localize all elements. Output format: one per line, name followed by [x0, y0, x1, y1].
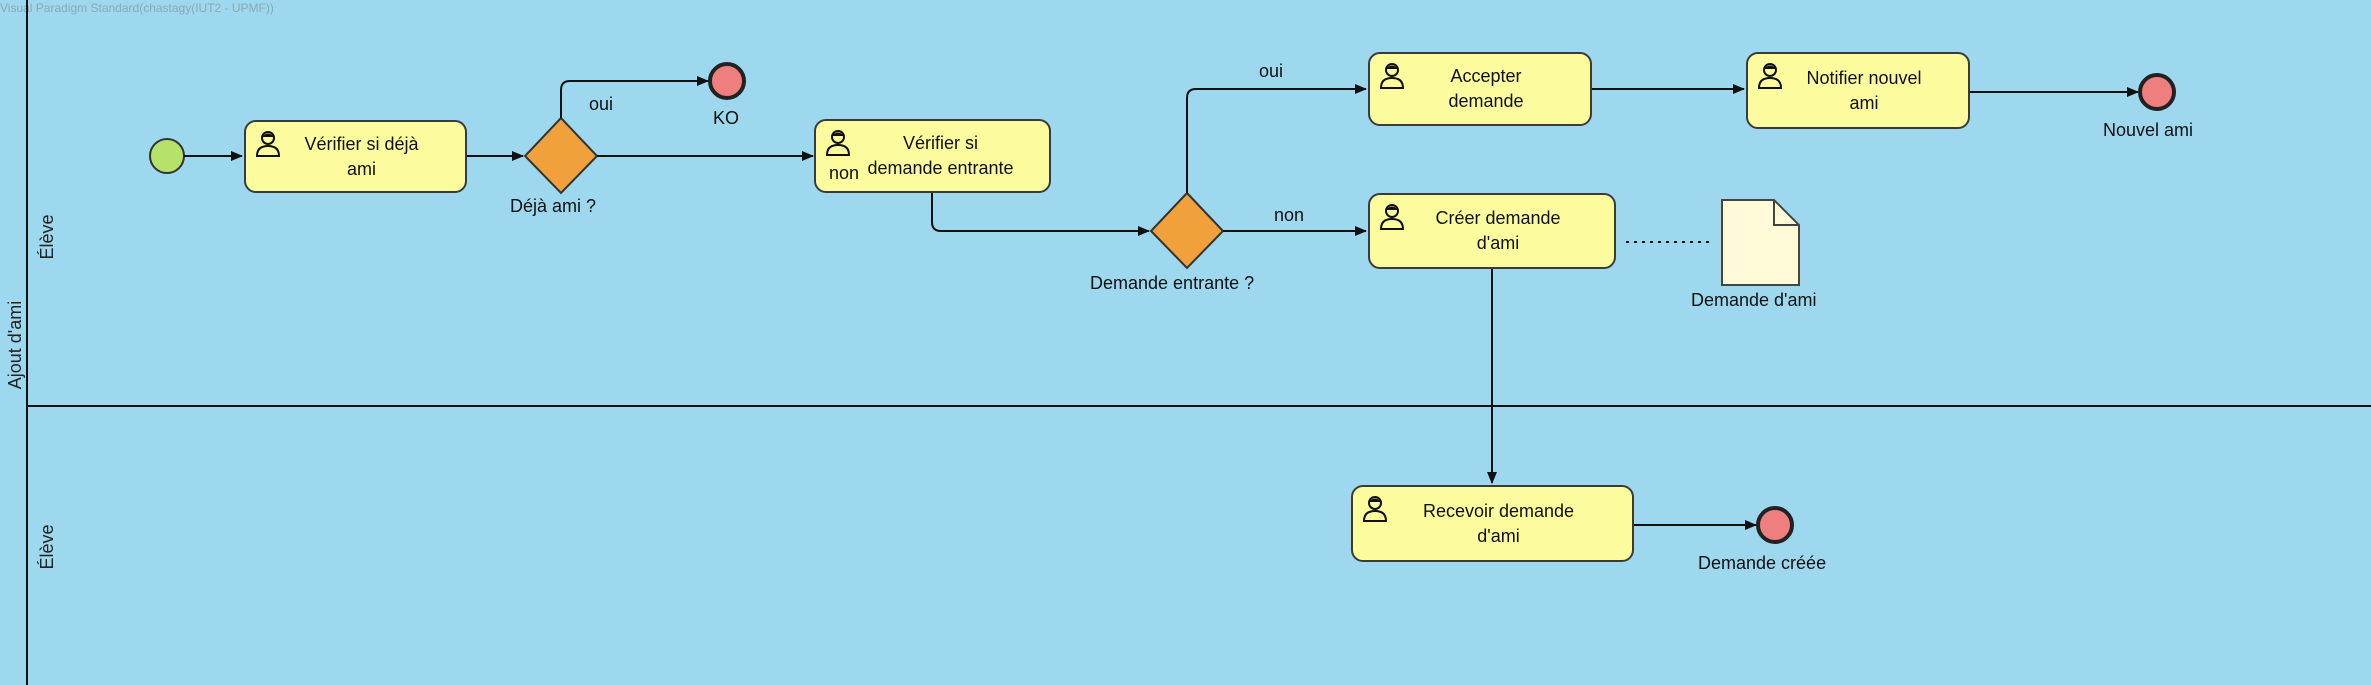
- user-icon: [1757, 63, 1783, 89]
- user-icon: [825, 130, 851, 156]
- task-label-line2: demande: [1448, 91, 1524, 111]
- task-label-line1: Accepter: [1450, 66, 1522, 86]
- lane-label-1: Élève: [37, 214, 57, 260]
- user-icon: [1362, 496, 1388, 522]
- flow-label-non-2: non: [1274, 205, 1305, 225]
- end-event-demande-creee: [1756, 506, 1794, 544]
- data-object-demande-ami: [1721, 199, 1800, 286]
- data-object-label: Demande d'ami: [1691, 290, 1817, 310]
- task-notifier-nouvel-ami[interactable]: Notifier nouvel ami: [1746, 52, 1970, 129]
- task-label-line2: demande entrante: [867, 158, 1014, 178]
- end-event-nouvel-ami: [2138, 73, 2176, 111]
- flow-verifier-demande-to-gateway: [931, 193, 1150, 236]
- flow-gateway-oui-ko: [560, 76, 709, 118]
- task-recevoir-demande[interactable]: Recevoir demande d'ami: [1351, 485, 1634, 562]
- flow-gateway-oui-accepter: [1186, 84, 1367, 193]
- task-label-line2: ami: [346, 158, 376, 179]
- task-label-line1: Notifier nouvel: [1806, 67, 1922, 88]
- gateway-label-deja-ami: Déjà ami ?: [510, 196, 597, 216]
- task-label-line2: d'ami: [1476, 233, 1520, 253]
- end-label-nouvel-ami: Nouvel ami: [2103, 120, 2194, 140]
- user-icon: [255, 131, 281, 157]
- flow-label-oui-1: oui: [589, 94, 614, 114]
- task-label-line2: ami: [1849, 92, 1879, 113]
- gateway-deja-ami: [523, 116, 599, 195]
- task-label-line1: Vérifier si: [902, 133, 978, 153]
- lane-label-2: Élève: [37, 524, 57, 570]
- pool-label: Ajout d'ami: [5, 300, 25, 390]
- task-label-line2: d'ami: [1477, 525, 1520, 546]
- gateway-demande-entrante: [1149, 191, 1225, 270]
- task-verifier-demande[interactable]: Vérifier si demande entrante: [814, 119, 1051, 193]
- end-event-ko: [708, 62, 746, 100]
- end-label-ko: KO: [713, 108, 740, 128]
- watermark: Visual Paradigm Standard(chastagy(IUT2 -…: [0, 1, 274, 15]
- gateway-label-demande-entrante: Demande entrante ?: [1090, 273, 1255, 293]
- user-icon: [1379, 204, 1405, 230]
- task-verifier-ami[interactable]: Vérifier si déjà ami: [244, 120, 467, 193]
- task-accepter-demande[interactable]: Accepter demande: [1368, 52, 1592, 126]
- end-label-demande-creee: Demande créée: [1698, 553, 1827, 573]
- task-label-line1: Créer demande: [1435, 208, 1561, 228]
- flow-label-oui-2: oui: [1259, 61, 1284, 81]
- task-label-line1: Recevoir demande: [1422, 500, 1575, 521]
- start-event: [149, 138, 185, 174]
- flow-label-non-1: non: [829, 163, 860, 183]
- task-creer-demande[interactable]: Créer demande d'ami: [1368, 193, 1616, 269]
- user-icon: [1379, 63, 1405, 89]
- task-label-line1: Vérifier si déjà: [304, 133, 419, 154]
